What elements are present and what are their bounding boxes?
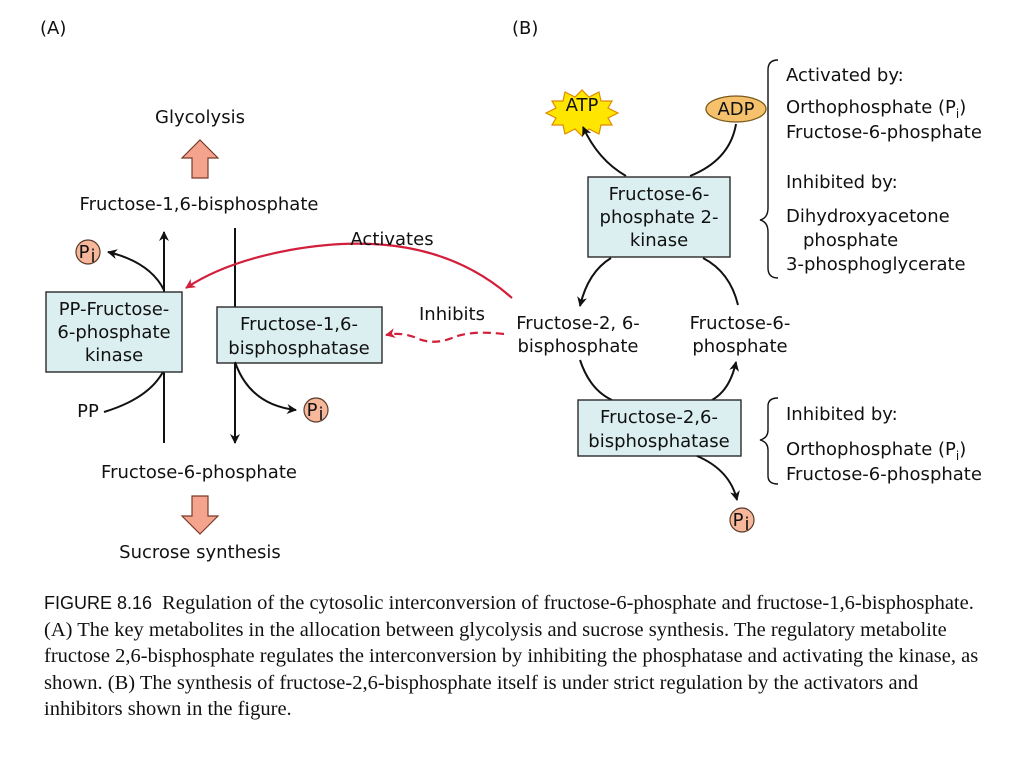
kinase-line-2: 6-phosphate: [57, 322, 170, 343]
inhibitor-3-phosphoglycerate: 3-phosphoglycerate: [786, 254, 966, 275]
phosphatase-b-line-2: bisphosphatase: [588, 431, 729, 452]
pp-fructose-6-phosphate-kinase-box: [45, 291, 183, 373]
f6p-to-kinase-line: [702, 257, 739, 306]
atp-star-icon: ATP: [544, 89, 620, 137]
activates-label: Activates: [350, 229, 433, 250]
f26bp-line-1: Fructose-2, 6-: [516, 313, 640, 334]
kinase-line-1: PP-Fructose-: [59, 299, 170, 320]
fructose-26-bisphosphatase-box: [577, 399, 742, 457]
inhibitor-dihydroxyacetone: Dihydroxyacetone: [786, 206, 950, 227]
panel-b-label: (B): [512, 18, 538, 39]
phosphatase-pi-arrow: [234, 361, 297, 414]
adp-oval-icon: ADP: [705, 95, 767, 123]
svg-text:i: i: [744, 514, 749, 535]
svg-text:P: P: [733, 510, 744, 531]
inhibits-arrow: [385, 328, 505, 343]
kinase-line-3: kinase: [85, 345, 143, 366]
fructose-16-bisphosphatase-box: [216, 306, 383, 364]
glycolysis-arrow-icon: [180, 139, 220, 179]
fructose-6-phosphate-2-kinase-box: [587, 176, 731, 258]
kinase-b-line-2: phosphate 2-: [600, 207, 719, 228]
caption-text: Regulation of the cytosolic interconvers…: [44, 592, 979, 720]
glycolysis-label: Glycolysis: [155, 107, 245, 128]
figure-diagram: (A) Glycolysis Fructose-1,6-bisphosphate…: [40, 18, 982, 563]
phosphatase-inhibitor-orthophosphate: Orthophosphate (Pi): [786, 439, 966, 463]
phosphatase-to-f6p-arrow: [711, 361, 740, 401]
phosphatase-b-pi-arrow: [696, 455, 740, 501]
f26bp-to-phosphatase-line: [579, 359, 613, 401]
activated-by-title: Activated by:: [786, 65, 904, 86]
phosphatase-inhibited-by-title: Inhibited by:: [786, 404, 898, 425]
svg-text:i: i: [318, 404, 323, 425]
atp-output-arrow: [582, 126, 627, 177]
kinase-pi-arrow: [107, 249, 165, 291]
activator-orthophosphate: Orthophosphate (Pi): [786, 97, 966, 121]
pi-icon: P i: [75, 239, 101, 267]
phosphatase-line-1: Fructose-1,6-: [240, 314, 358, 335]
f6p-b-line-1: Fructose-6-: [690, 313, 791, 334]
activator-fructose-6-phosphate: Fructose-6-phosphate: [786, 122, 982, 143]
activates-arrow: [185, 242, 513, 299]
pp-input-line: [103, 369, 165, 413]
pp-label: PP: [77, 401, 99, 422]
svg-text:P: P: [79, 242, 90, 263]
sucrose-arrow-icon: [180, 495, 220, 535]
phosphatase-b-line-1: Fructose-2,6-: [600, 407, 718, 428]
pi-icon: P i: [729, 507, 755, 535]
f26bp-line-2: bisphosphate: [517, 336, 638, 357]
inhibits-label: Inhibits: [419, 304, 485, 325]
panel-a-label: (A): [40, 18, 66, 39]
phosphatase-regulators-brace: [759, 397, 779, 485]
svg-text:P: P: [307, 400, 318, 421]
kinase-to-f26bp-arrow: [577, 257, 612, 307]
sucrose-synthesis-label: Sucrose synthesis: [119, 542, 281, 563]
inhibited-by-title: Inhibited by:: [786, 172, 898, 193]
phosphatase-inhibitor-fructose-6-phosphate: Fructose-6-phosphate: [786, 464, 982, 485]
kinase-b-line-1: Fructose-6-: [609, 184, 710, 205]
f6p-b-line-2: phosphate: [692, 336, 787, 357]
adp-input-line: [689, 123, 737, 177]
svg-text:ATP: ATP: [566, 95, 599, 116]
inhibitor-dihydroxyacetone-phosphate: phosphate: [803, 230, 898, 251]
kinase-b-line-3: kinase: [630, 230, 688, 251]
figure-number: FIGURE 8.16: [44, 593, 153, 613]
svg-text:i: i: [90, 246, 95, 267]
kinase-regulators-brace: [759, 59, 779, 279]
pi-icon: P i: [303, 397, 329, 425]
f16bp-label: Fructose-1,6-bisphosphate: [80, 194, 319, 215]
phosphatase-line-2: bisphosphatase: [228, 338, 369, 359]
svg-text:ADP: ADP: [717, 99, 754, 120]
f6p-label: Fructose-6-phosphate: [101, 462, 297, 483]
